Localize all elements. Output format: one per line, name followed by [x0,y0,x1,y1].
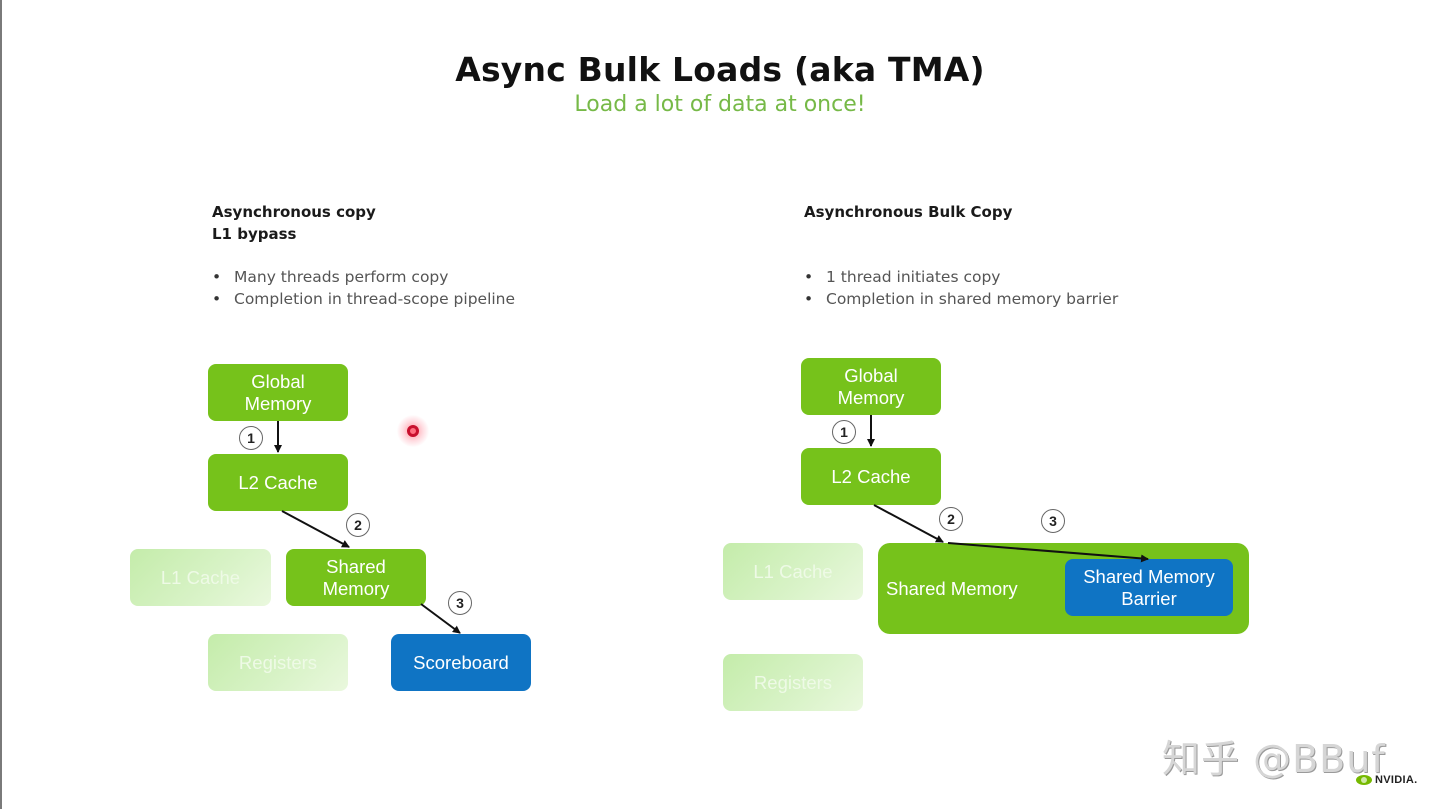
left-shared-memory-node: Shared Memory [286,549,426,606]
right-step-2-badge: 2 [939,507,963,531]
left-heading-line2: L1 bypass [212,225,297,243]
window-left-border [0,0,2,809]
right-registers-node: Registers [723,654,863,711]
slide-title: Async Bulk Loads (aka TMA) [455,50,985,89]
left-step-1-badge: 1 [239,426,263,450]
right-arrow-2 [873,504,944,543]
left-registers-node: Registers [208,634,348,691]
left-heading-line1: Asynchronous copy [212,203,376,221]
right-l1-cache-node: L1 Cache [723,543,863,600]
left-heading: Asynchronous copy L1 bypass [212,201,376,245]
left-global-memory-node: Global Memory [208,364,348,421]
slide-subtitle: Load a lot of data at once! [574,92,866,117]
left-arrow-2 [281,510,350,548]
left-bullet: Many threads perform copy [212,267,515,289]
right-step-3-badge: 3 [1041,509,1065,533]
left-l2-cache-node: L2 Cache [208,454,348,511]
right-shared-memory-barrier-node: Shared Memory Barrier [1065,559,1233,616]
zhihu-watermark: 知乎 @BBuf [1162,737,1386,781]
right-bullet-list: 1 thread initiates copy Completion in sh… [804,267,1118,310]
nvidia-wordmark: NVIDIA. [1375,774,1418,786]
left-step-3-badge: 3 [448,591,472,615]
laser-pointer-indicator [397,415,429,447]
right-shared-memory-label: Shared Memory [886,577,1018,599]
nvidia-logo: NVIDIA. [1356,774,1417,786]
right-l2-cache-node: L2 Cache [801,448,941,505]
left-bullet-list: Many threads perform copy Completion in … [212,267,515,310]
left-bullet: Completion in thread-scope pipeline [212,289,515,311]
right-bullet: 1 thread initiates copy [804,267,1118,289]
right-bullet: Completion in shared memory barrier [804,289,1118,311]
left-scoreboard-node: Scoreboard [391,634,531,691]
nvidia-eye-icon [1356,775,1372,785]
left-l1-cache-node: L1 Cache [130,549,271,606]
right-heading: Asynchronous Bulk Copy [804,201,1012,223]
right-heading-line1: Asynchronous Bulk Copy [804,203,1013,221]
right-global-memory-node: Global Memory [801,358,941,415]
right-step-1-badge: 1 [832,420,856,444]
left-step-2-badge: 2 [346,513,370,537]
